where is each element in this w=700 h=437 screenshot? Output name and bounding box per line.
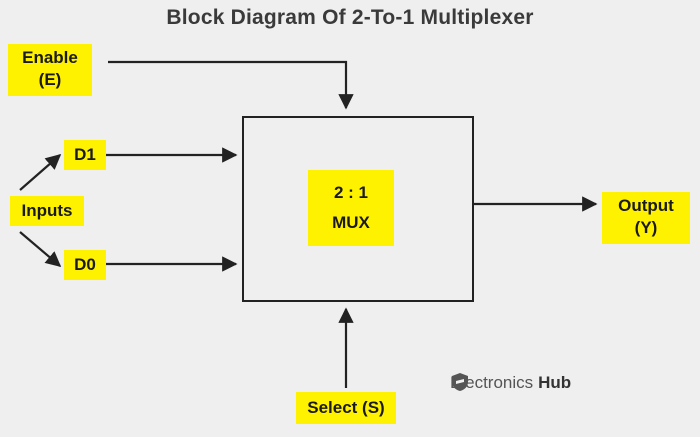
electronics-hub-logo-icon [452,373,468,391]
enable-arrow [108,60,354,110]
enable-label-line2: (E) [38,70,62,89]
output-label-line2: (Y) [634,218,658,237]
mux-block [242,116,474,302]
select-label: Select (S) [296,392,396,424]
enable-label: Enable (E) [8,44,92,96]
inputs-to-d0-arrow [19,231,62,267]
inputs-label: Inputs [10,196,84,226]
enable-label-line1: Enable [22,48,78,67]
brand-name-part1: Electronics [450,373,534,392]
inputs-to-d1-arrow [19,153,62,191]
brand-name-part2: Hub [538,373,572,392]
d0-label: D0 [64,250,106,280]
mux-label-line2: MUX [332,213,370,232]
output-label-line1: Output [618,196,674,215]
diagram-title: Block Diagram Of 2-To-1 Multiplexer [166,6,534,29]
d1-label: D1 [64,140,106,170]
output-label: Output (Y) [602,192,690,244]
mux-label: 2 : 1 MUX [308,170,394,246]
mux-label-line1: 2 : 1 [333,183,369,202]
electronics-hub-watermark: Electronics Hub [450,372,571,394]
